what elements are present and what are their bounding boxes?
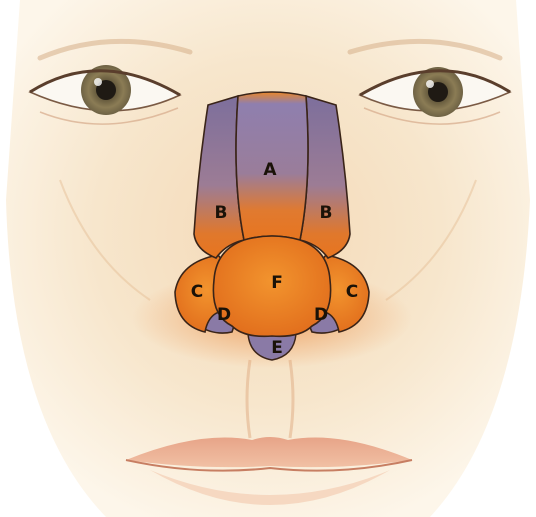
label-D-left: D — [217, 305, 231, 325]
label-D-right: D — [314, 305, 328, 325]
label-E: E — [271, 338, 283, 358]
label-C-left: C — [191, 282, 203, 302]
label-F: F — [271, 273, 283, 293]
label-B-right: B — [320, 203, 333, 223]
label-A: A — [263, 160, 277, 180]
nose-subunits: A B B C C D D E F — [175, 92, 369, 360]
label-C-right: C — [346, 282, 358, 302]
label-B-left: B — [215, 203, 228, 223]
